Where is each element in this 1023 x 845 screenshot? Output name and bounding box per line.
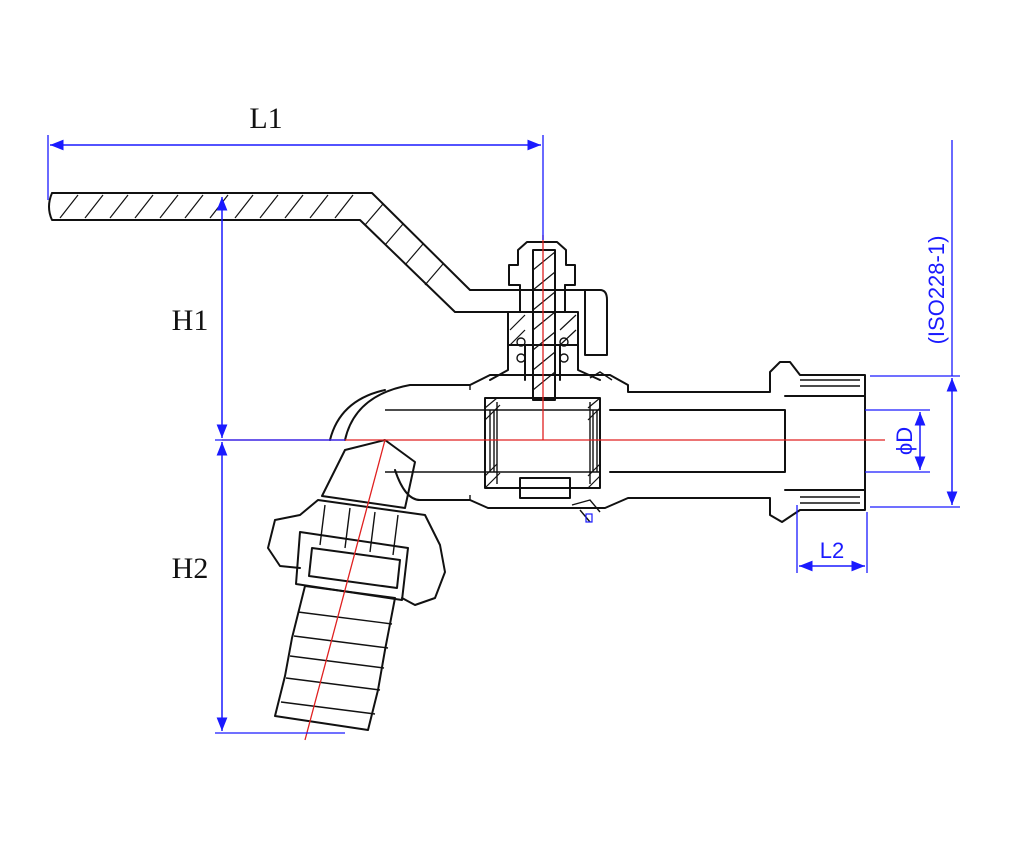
dimension-l2: L2 [796, 505, 868, 573]
label-h1: H1 [172, 304, 209, 337]
label-phi-d: ϕD [892, 427, 917, 455]
label-iso228: (ISO228-1) [924, 236, 949, 345]
label-h2: H2 [172, 552, 209, 585]
dimension-thread: (ISO228-1) [870, 140, 960, 508]
outlet-elbow [267, 389, 446, 731]
label-l2: L2 [820, 538, 844, 563]
valve-body [344, 361, 866, 523]
dimension-h2: H2 [172, 442, 345, 734]
dimension-h1: H1 [172, 197, 345, 441]
valve-stem-assembly [489, 241, 601, 401]
dimension-phi-d: ϕD [865, 409, 930, 473]
lever-handle [48, 192, 608, 356]
dimension-l1: L1 [47, 102, 544, 240]
label-l1: L1 [249, 102, 282, 135]
